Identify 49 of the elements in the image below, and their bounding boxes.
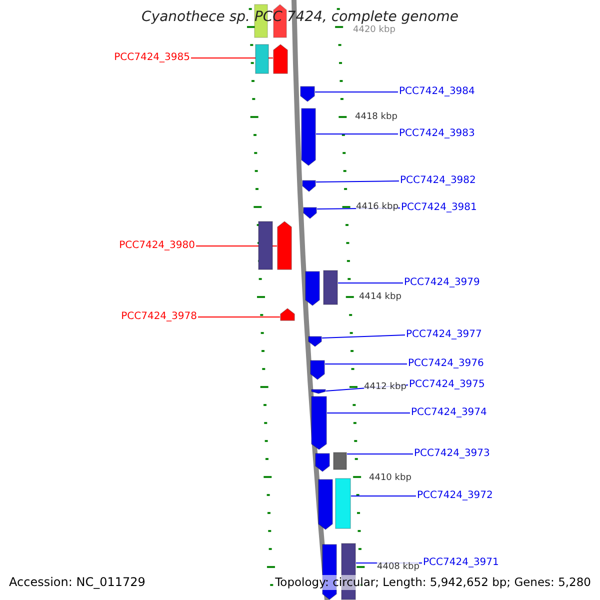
scale-label: 4416 kbp [356, 201, 398, 213]
scale-label: 4410 kbp [369, 472, 412, 484]
gene-label: PCC7424_3980 [119, 239, 195, 253]
scale-label: 4408 kbp [377, 561, 420, 573]
leader-line [326, 412, 410, 414]
leader-line [198, 316, 280, 318]
gene-feature [258, 221, 273, 270]
gene-label: PCC7424_3984 [399, 85, 475, 99]
gene-feature [311, 389, 326, 394]
genome-info-text: Topology: circular; Length: 5,942,652 bp; Genes: 5,280 [275, 575, 591, 590]
gene-feature [277, 221, 292, 270]
gene-feature [301, 108, 316, 166]
gene-label: PCC7424_3982 [400, 174, 476, 188]
leader-line [322, 334, 406, 338]
gene-feature [273, 44, 288, 74]
gene-feature [335, 478, 351, 529]
gene-label: PCC7424_3979 [404, 276, 480, 290]
leader-line [338, 282, 404, 284]
gene-label: PCC7424_3976 [408, 357, 484, 371]
gene-feature [310, 360, 325, 380]
gene-label: PCC7424_3971 [423, 556, 499, 570]
scale-label: 4418 kbp [355, 111, 398, 123]
gene-label: PCC7424_3972 [417, 489, 493, 503]
gene-feature [315, 453, 330, 472]
gene-label: PCC7424_3983 [399, 127, 475, 141]
accession-text: Accession: NC_011729 [9, 575, 146, 590]
gene-feature [323, 270, 338, 305]
gene-feature [280, 308, 295, 321]
gene-label: PCC7424_3985 [114, 51, 190, 65]
gene-feature [305, 271, 320, 306]
gene-feature [333, 452, 347, 470]
gene-feature [308, 336, 322, 347]
title: Cyanothece sp. PCC 7424, complete genome [140, 8, 460, 25]
gene-feature [300, 86, 315, 102]
scale-label: 4420 kbp [353, 24, 396, 36]
gene-label: PCC7424_3978 [121, 310, 197, 324]
leader-line [316, 180, 400, 182]
gene-feature [255, 44, 269, 74]
gene-feature [302, 180, 316, 192]
gene-label: PCC7424_3975 [409, 378, 485, 392]
gene-feature [318, 479, 333, 530]
scale-label: 4414 kbp [359, 291, 402, 303]
gene-label: PCC7424_3981 [401, 201, 477, 215]
gene-feature [311, 396, 327, 450]
gene-feature [303, 207, 317, 219]
gene-label: PCC7424_3973 [414, 447, 490, 461]
gene-label: PCC7424_3977 [406, 328, 482, 342]
scale-label: 4412 kbp [364, 381, 406, 393]
gene-label: PCC7424_3974 [411, 406, 487, 420]
